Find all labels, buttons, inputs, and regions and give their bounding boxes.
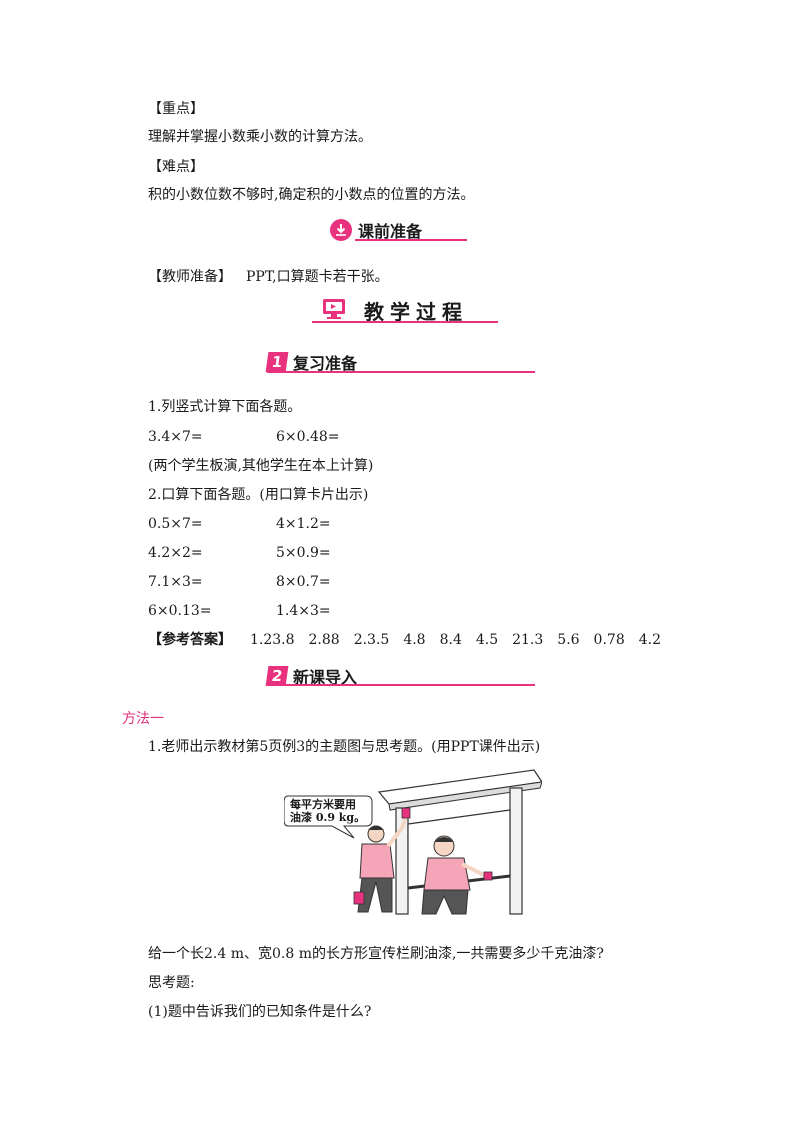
new-lesson-section-title: 新课导入 — [293, 668, 358, 687]
process-underline — [312, 321, 498, 323]
think-question-1: (1)题中告诉我们的已知条件是什么? — [148, 1004, 372, 1020]
think-label: 思考题: — [148, 975, 195, 991]
section-number-badge: 2 — [265, 666, 289, 686]
speech-bubble-line: 每平方米要用 — [290, 798, 356, 811]
speech-bubble-text: 每平方米要用 油漆 0.9 kg。 — [290, 798, 365, 824]
prep-section-title: 课前准备 — [358, 222, 423, 241]
q2-item: 1.4×3= — [276, 603, 331, 619]
review-underline — [267, 371, 535, 373]
difficult-point-label: 【难点】 — [148, 159, 204, 175]
answer-text: 1.23.8 2.88 2.3.5 4.8 8.4 4.5 21.3 5.6 0… — [250, 632, 661, 648]
speech-bubble-line: 油漆 0.9 kg。 — [290, 811, 366, 824]
answer-label: 【参考答案】 — [148, 632, 232, 648]
prep-section-heading: 课前准备 — [330, 218, 422, 242]
key-point-label: 【重点】 — [148, 101, 204, 117]
process-section-heading: 教学过程 — [322, 296, 468, 325]
problem-text: 给一个长2.4 m、宽0.8 m的长方形宣传栏刷油漆,一共需要多少千克油漆? — [148, 946, 604, 962]
new-lesson-item-1: 1.老师出示教材第5页例3的主题图与思考题。(用PPT课件出示) — [148, 739, 541, 755]
review-section-title: 复习准备 — [293, 354, 358, 373]
q1-note: (两个学生板演,其他学生在本上计算) — [148, 458, 374, 474]
section-number-badge: 1 — [265, 352, 289, 372]
q2-item: 7.1×3= — [148, 574, 203, 590]
difficult-point-text: 积的小数位数不够时,确定积的小数点的位置的方法。 — [148, 187, 475, 203]
painting-billboard-illustration: 每平方米要用 油漆 0.9 kg。 — [283, 766, 544, 916]
monitor-icon — [322, 297, 346, 325]
download-arrow-icon — [330, 219, 352, 241]
q2-title: 2.口算下面各题。(用口算卡片出示) — [148, 487, 369, 503]
q2-item: 4×1.2= — [276, 516, 331, 532]
process-section-title: 教学过程 — [364, 300, 468, 324]
prep-underline — [355, 239, 467, 241]
q2-item: 5×0.9= — [276, 545, 331, 561]
method-label: 方法一 — [122, 711, 164, 727]
review-section-heading: 1 复习准备 — [265, 350, 358, 374]
q1-item: 6×0.48= — [276, 429, 340, 445]
q2-item: 6×0.13= — [148, 603, 212, 619]
teacher-prep-text: PPT,口算题卡若干张。 — [246, 269, 389, 285]
q2-item: 8×0.7= — [276, 574, 331, 590]
q1-title: 1.列竖式计算下面各题。 — [148, 399, 302, 415]
q1-item: 3.4×7= — [148, 429, 203, 445]
new-lesson-section-heading: 2 新课导入 — [265, 664, 358, 688]
new-lesson-underline — [267, 684, 535, 686]
key-point-text: 理解并掌握小数乘小数的计算方法。 — [148, 129, 372, 145]
q2-item: 0.5×7= — [148, 516, 203, 532]
teacher-prep-label: 【教师准备】 — [148, 269, 232, 285]
q2-item: 4.2×2= — [148, 545, 203, 561]
